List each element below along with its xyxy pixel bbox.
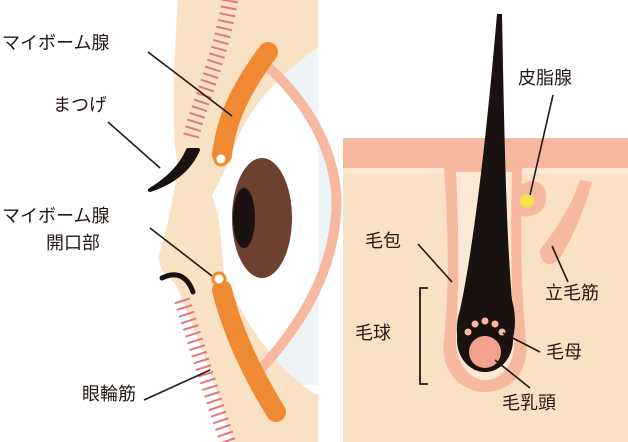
hair-bulb-bracket xyxy=(419,287,428,385)
upper-meibomian-gland xyxy=(212,42,278,165)
lower-meibomian-gland xyxy=(212,280,286,422)
leader-meibomian-gland xyxy=(147,51,233,117)
sebum xyxy=(520,194,534,208)
label-meibomian-opening-1: マイボーム腺 xyxy=(2,206,110,227)
upper-gland-opening xyxy=(213,151,229,167)
leader-arrector-pili xyxy=(551,245,569,283)
iris xyxy=(232,158,292,278)
label-sebaceous-gland: 皮脂腺 xyxy=(518,68,572,89)
label-hair-follicle: 毛包 xyxy=(365,231,401,252)
label-meibomian-gland: マイボーム腺 xyxy=(2,33,110,54)
arrector-pili-shape xyxy=(540,180,592,265)
label-dermal-papilla: 毛乳頭 xyxy=(502,393,556,414)
leader-meibomian-opening xyxy=(149,227,213,277)
leader-orbicularis xyxy=(143,369,211,401)
upper-eyelash xyxy=(148,148,200,192)
dermal-papilla-shape xyxy=(469,336,501,368)
eyelid-skin xyxy=(158,0,318,442)
label-arrector-pili: 立毛筋 xyxy=(545,283,599,304)
lower-gland-opening xyxy=(211,271,227,287)
hair-shaft xyxy=(456,14,515,372)
lower-eyelash xyxy=(159,272,196,295)
leader-eyelash xyxy=(107,121,161,169)
label-hair-bulb: 毛球 xyxy=(355,323,391,344)
leader-papilla xyxy=(494,359,531,389)
pupil xyxy=(233,188,255,248)
label-hair-matrix: 毛母 xyxy=(546,342,582,363)
label-eyelash: まつげ xyxy=(53,95,107,116)
eyelid-section xyxy=(107,0,342,442)
leader-follicle xyxy=(417,243,453,283)
eyeball-rim xyxy=(255,55,342,375)
leader-matrix xyxy=(502,332,541,353)
leader-sebaceous xyxy=(529,94,554,196)
label-meibomian-opening-2: 開口部 xyxy=(46,233,100,254)
label-orbicularis: 眼輪筋 xyxy=(82,384,136,405)
hair-follicle-section xyxy=(343,14,628,442)
lower-orbicularis-muscle xyxy=(174,297,236,442)
